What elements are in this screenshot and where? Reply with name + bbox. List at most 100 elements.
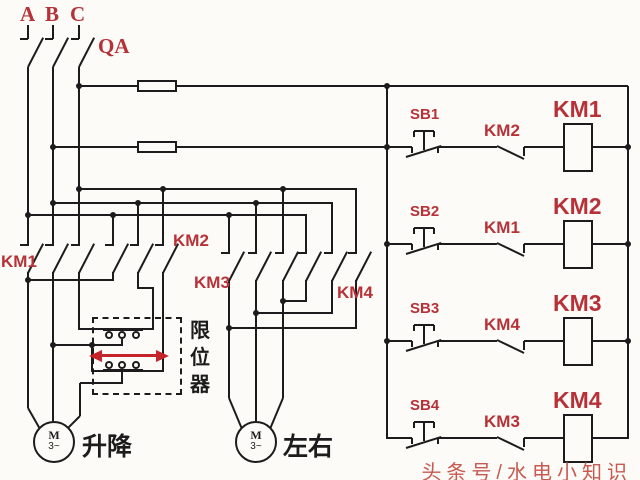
- km3-main-contact-tick: [221, 252, 229, 254]
- junction-dot: [135, 200, 141, 206]
- slider-bar: [103, 369, 143, 372]
- wire: [52, 67, 54, 246]
- contactor-label-km2-main: KM2: [173, 231, 209, 250]
- slider-bar: [103, 328, 143, 331]
- nc-contact-blade: [496, 145, 525, 160]
- junction-dot: [625, 338, 631, 344]
- wire: [152, 288, 154, 330]
- junction-dot: [89, 342, 95, 348]
- wire: [52, 25, 54, 39]
- contactor-coil: [563, 317, 593, 366]
- wire: [256, 312, 333, 314]
- isolator-qa-pole-tick: [20, 38, 28, 40]
- km1-main-contact-tick: [45, 244, 53, 246]
- junction-dot: [625, 144, 631, 150]
- fuse-box: [137, 141, 177, 153]
- wire: [283, 300, 307, 302]
- wire: [92, 370, 104, 372]
- pushbutton-cap: [413, 131, 415, 137]
- km1-main-contact-tick: [71, 244, 79, 246]
- nc-contact-terminal: [523, 438, 525, 447]
- wire: [137, 203, 139, 246]
- contact-stud: [105, 361, 113, 369]
- km3-main-contact-blade: [255, 251, 272, 282]
- button-label-sb2: SB2: [410, 203, 440, 220]
- motor-traverse-label: 左右: [283, 433, 334, 461]
- wire: [79, 383, 81, 416]
- km4-main-contact-blade: [331, 251, 348, 282]
- wire: [282, 280, 284, 398]
- wire: [228, 215, 230, 254]
- junction-dot: [625, 241, 631, 247]
- pushbutton-cap: [413, 228, 415, 234]
- km1-main-contact-blade: [78, 243, 95, 274]
- junction-dot: [253, 310, 259, 316]
- wire: [627, 86, 629, 439]
- km4-main-contact-tick: [348, 252, 356, 254]
- nc-contact-blade: [496, 339, 525, 354]
- control-row-wire: [438, 437, 497, 439]
- nc-contact-blade: [496, 242, 525, 257]
- contactor-label-km1-main: KM1: [1, 252, 37, 271]
- isolator-label-qa: QA: [98, 34, 130, 58]
- pushbutton-stem: [423, 228, 425, 247]
- slide-arrow-right-icon: [156, 349, 169, 362]
- pushbutton-terminal: [437, 438, 439, 444]
- wire: [78, 272, 80, 330]
- motor-symbol: M: [250, 428, 262, 442]
- km2-main-contact-tick: [155, 244, 163, 246]
- wire: [331, 203, 333, 254]
- wire: [80, 382, 123, 384]
- motor-hoist: M 3~: [33, 421, 75, 463]
- wire: [143, 370, 164, 372]
- km4-main-contact-blade: [305, 251, 322, 282]
- wire: [27, 272, 29, 408]
- junction-dot: [280, 298, 286, 304]
- pushbutton-terminal: [437, 341, 439, 347]
- km2-main-contact-blade: [137, 243, 154, 274]
- km1-main-contact-blade: [52, 243, 69, 274]
- pushbutton-cap: [433, 422, 435, 428]
- pushbutton-terminal: [437, 244, 439, 250]
- wire: [255, 203, 257, 254]
- km3-main-contact-blade: [228, 251, 245, 282]
- junction-dot: [76, 83, 82, 89]
- fuse-box: [137, 80, 177, 92]
- contactor-coil: [563, 414, 593, 463]
- button-label-sb1: SB1: [410, 106, 440, 123]
- phase-label-a: A: [20, 2, 36, 26]
- control-row-wire: [593, 437, 628, 439]
- junction-dot: [384, 144, 390, 150]
- slide-arrow-left-icon: [89, 349, 102, 362]
- control-row-wire: [593, 243, 628, 245]
- wire: [162, 272, 164, 372]
- slide-arrow-shaft: [101, 354, 157, 357]
- wire: [121, 339, 123, 346]
- control-row-wire: [438, 243, 497, 245]
- control-row-wire: [593, 146, 628, 148]
- km4-main-contact-tick: [324, 252, 332, 254]
- contact-stud: [118, 361, 126, 369]
- interlock-label-row3: KM4: [484, 315, 520, 334]
- contactor-coil: [563, 220, 593, 269]
- pushbutton-terminal: [411, 147, 413, 153]
- wire: [112, 215, 114, 246]
- junction-dot: [50, 200, 56, 206]
- isolator-qa-pole-tick: [45, 38, 53, 40]
- control-row-wire: [438, 340, 497, 342]
- wire: [305, 280, 307, 302]
- wire: [79, 188, 357, 190]
- junction-dot: [280, 186, 286, 192]
- wire: [28, 279, 114, 281]
- isolator-qa-pole-tick: [71, 38, 79, 40]
- junction-dot: [384, 83, 390, 89]
- control-row-wire: [524, 437, 563, 439]
- nc-contact-terminal: [523, 341, 525, 350]
- phase-label-c: C: [70, 2, 86, 26]
- interlock-label-row2: KM1: [484, 218, 520, 237]
- contactor-label-km4-main: KM4: [337, 283, 373, 302]
- motor-phase: 3~: [48, 441, 60, 452]
- contact-stud: [118, 331, 126, 339]
- wire: [27, 67, 29, 246]
